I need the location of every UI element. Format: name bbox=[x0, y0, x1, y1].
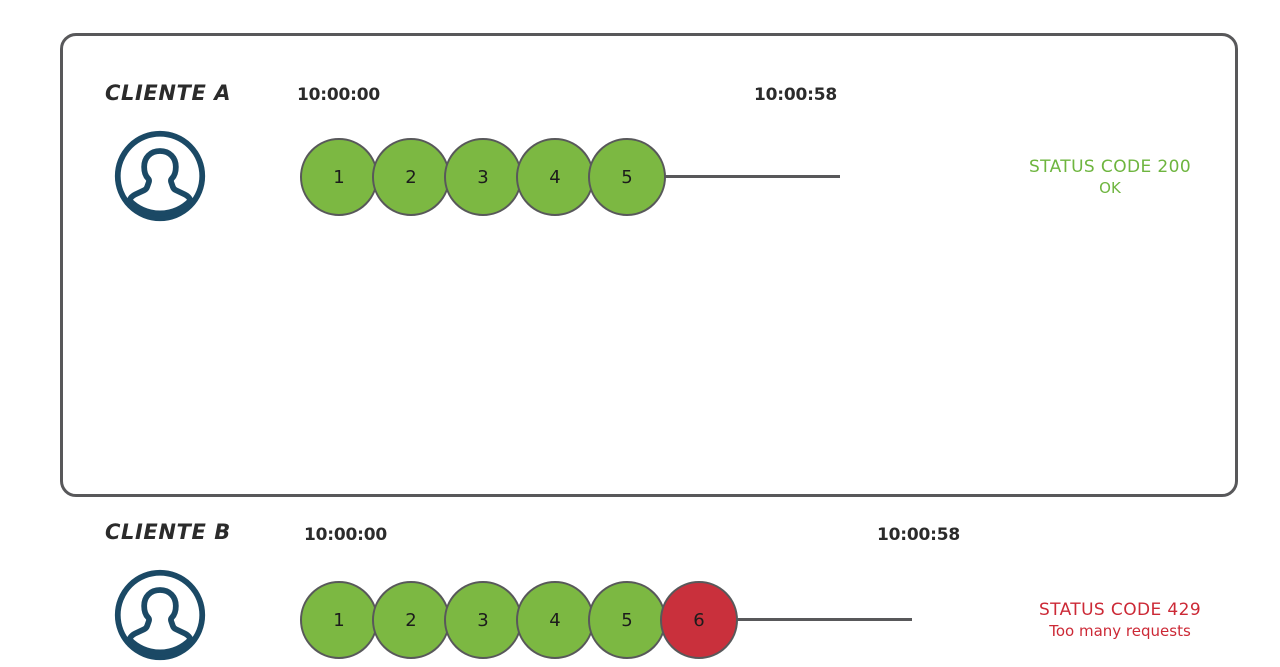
status-a-line2: OK bbox=[1099, 179, 1121, 197]
user-avatar-icon bbox=[112, 128, 208, 224]
status-a-line1: STATUS CODE 200 bbox=[1028, 157, 1192, 177]
status-b-line1: STATUS CODE 429 bbox=[1038, 600, 1202, 620]
timestamp-b-start: 10:00:00 bbox=[304, 525, 387, 545]
request-node[interactable]: 3 bbox=[444, 138, 522, 216]
request-node[interactable]: 1 bbox=[300, 581, 378, 659]
chain-tail-connector bbox=[660, 175, 840, 178]
request-node[interactable]: 2 bbox=[372, 581, 450, 659]
request-node[interactable]: 3 bbox=[444, 581, 522, 659]
status-badge-b: STATUS CODE 429 Too many requests bbox=[1020, 600, 1220, 641]
request-node[interactable]: 6 bbox=[660, 581, 738, 659]
request-node[interactable]: 5 bbox=[588, 581, 666, 659]
diagram-frame bbox=[60, 33, 1238, 497]
timestamp-a-start: 10:00:00 bbox=[297, 85, 380, 105]
client-b-label: CLIENTE B bbox=[105, 520, 231, 544]
status-badge-a: STATUS CODE 200 OK bbox=[1020, 157, 1200, 198]
timestamp-a-end: 10:00:58 bbox=[754, 85, 837, 105]
request-node[interactable]: 2 bbox=[372, 138, 450, 216]
user-avatar-icon bbox=[112, 567, 208, 663]
request-node[interactable]: 5 bbox=[588, 138, 666, 216]
request-node[interactable]: 4 bbox=[516, 581, 594, 659]
timestamp-b-end: 10:00:58 bbox=[877, 525, 960, 545]
chain-tail-connector bbox=[732, 618, 912, 621]
request-node[interactable]: 4 bbox=[516, 138, 594, 216]
client-a-label: CLIENTE A bbox=[105, 81, 232, 105]
request-node[interactable]: 1 bbox=[300, 138, 378, 216]
status-b-line2: Too many requests bbox=[1049, 622, 1191, 640]
